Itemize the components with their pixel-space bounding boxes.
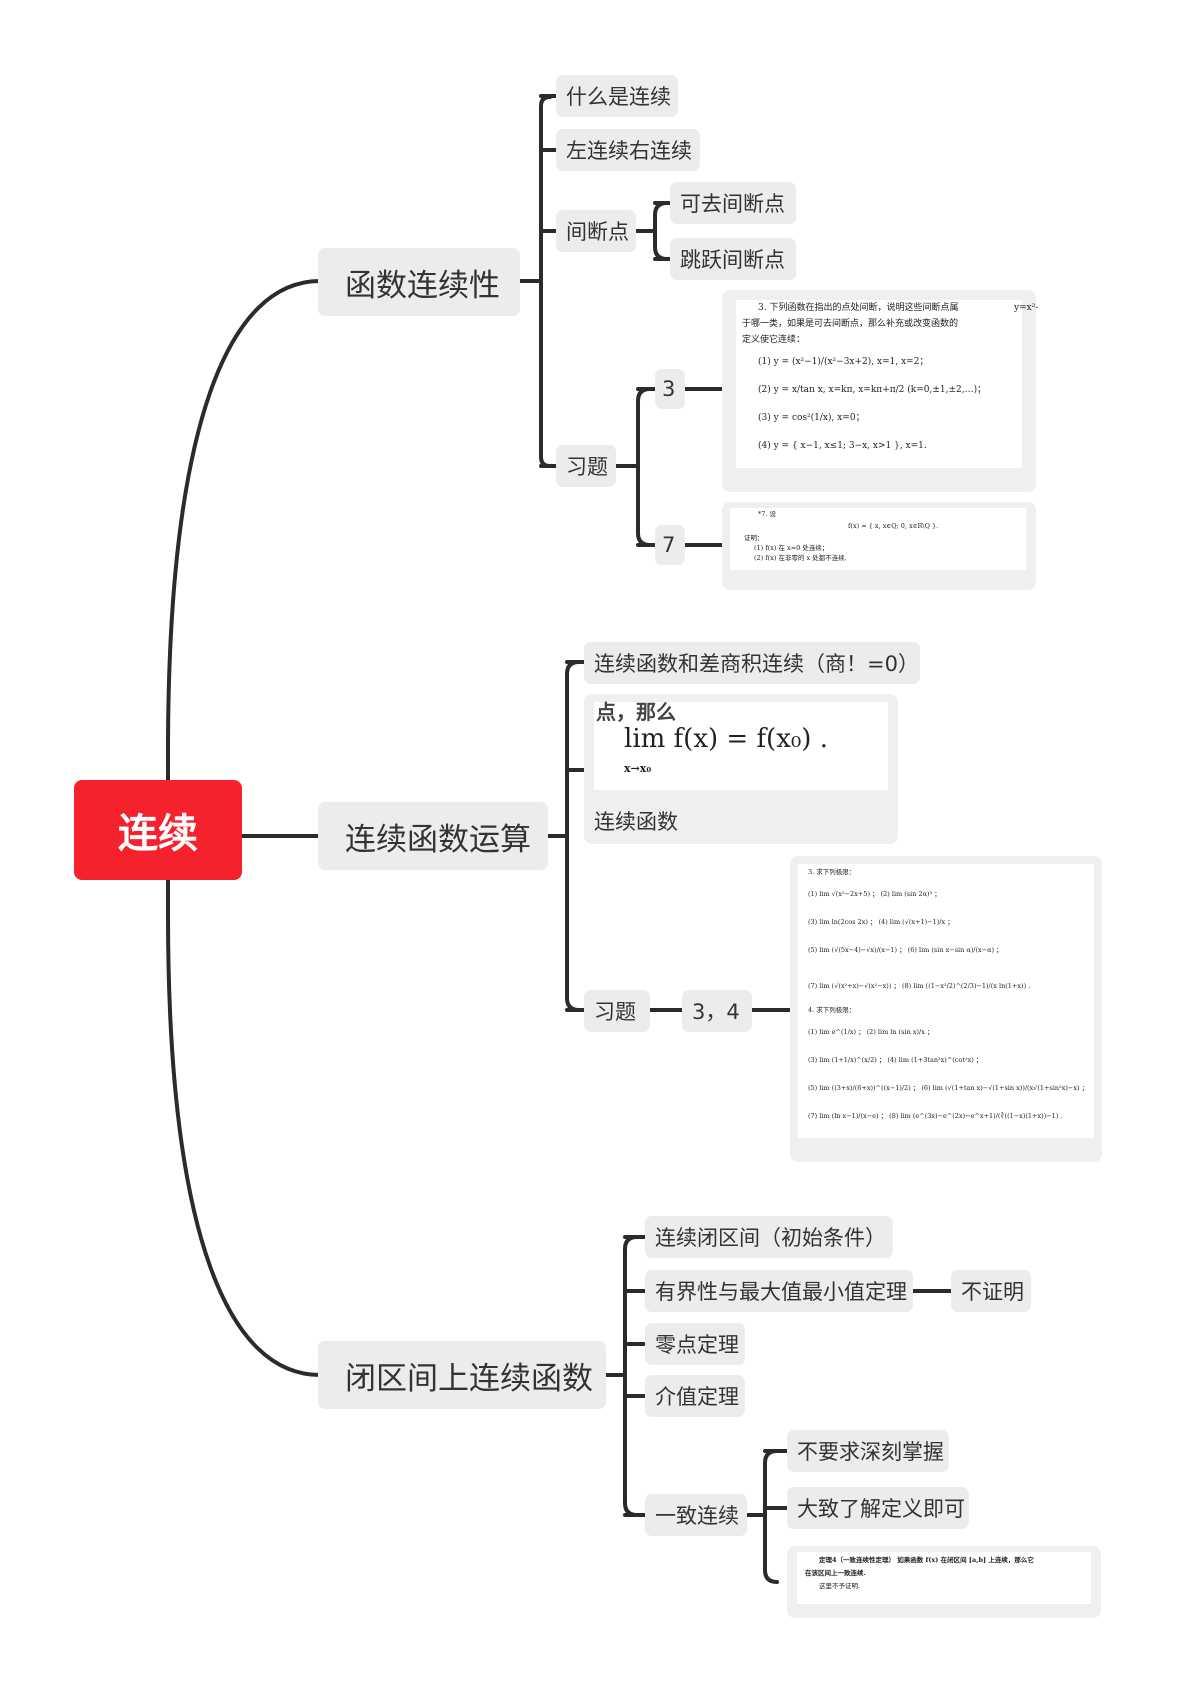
node-what-is-continuity[interactable]: 什么是连续	[556, 75, 678, 117]
limit-formula: lim f(x) = f(x₀) .	[624, 724, 828, 754]
node-exercise-7[interactable]: 7	[655, 525, 685, 565]
exercise-3-line-4: (1) y = (x²−1)/(x²−3x+2), x=1, x=2；	[758, 357, 929, 367]
limit-formula-sheet: 点，那么 lim f(x) = f(x₀) . x→x₀	[594, 700, 888, 790]
branch-closed-interval[interactable]: 闭区间上连续函数	[318, 1341, 606, 1409]
node-discontinuity[interactable]: 间断点	[556, 210, 636, 252]
exercise-7-line-4: (1) f(x) 在 x=0 处连续；	[754, 544, 829, 552]
node-uniform-continuity[interactable]: 一致连续	[645, 1494, 747, 1536]
limit-top-text: 点，那么	[596, 700, 676, 724]
exercise-3-line-5: (2) y = x/tan x, x=kπ, x=kπ+π/2 (k=0,±1,…	[758, 385, 987, 395]
exercise-3-line-1: 3. 下列函数在指出的点处间断，说明这些间断点属	[758, 303, 959, 313]
node-exercise-3[interactable]: 3	[655, 369, 685, 409]
exercise-3-corner: y=x²-	[1014, 303, 1039, 313]
exercise-3-sheet: y=x²- 3. 下列函数在指出的点处间断，说明这些间断点属 于哪一类，如果是可…	[736, 300, 1038, 468]
exercise-34-line-10: (7) lim (ln x−1)/(x−e) ； (8) lim (e^(3x)…	[808, 1112, 1063, 1120]
exercise-34-line-4: (5) lim (√(5x−4)−√x)/(x−1) ； (6) lim (si…	[808, 946, 1003, 954]
exercise-3-4-image[interactable]: 3. 求下列极限： (1) lim √(x²−2x+5) ； (2) lim (…	[790, 856, 1102, 1162]
exercise-34-line-6: 4. 求下列极限：	[808, 1006, 856, 1014]
branch-continuous-operations[interactable]: 连续函数运算	[318, 802, 548, 870]
exercise-34-line-5: (7) lim (√(x²+x)−√(x²−x)) ； (8) lim ((1−…	[808, 982, 1031, 990]
exercise-3-4-sheet: 3. 求下列极限： (1) lim √(x²−2x+5) ； (2) lim (…	[798, 864, 1094, 1138]
limit-subscript: x→x₀	[624, 762, 652, 775]
node-rough-understanding[interactable]: 大致了解定义即可	[787, 1487, 969, 1529]
node-left-right-continuity[interactable]: 左连续右连续	[556, 129, 700, 171]
exercise-7-image[interactable]: *7. 设 f(x) = { x, x∈Q; 0, x∈R\Q }. 证明： (…	[722, 502, 1036, 590]
exercise-34-line-3: (3) lim ln(2cos 2x) ； (4) lim (√(x+1)−1)…	[808, 918, 954, 926]
uniform-line-3: 这里不予证明.	[819, 1582, 861, 1590]
uniform-continuity-sheet: 定理4（一致连续性定理） 如果函数 f(x) 在闭区间 [a,b] 上连续，那么…	[797, 1552, 1091, 1604]
node-intermediate-value-theorem[interactable]: 介值定理	[645, 1375, 745, 1417]
exercise-34-line-1: 3. 求下列极限：	[808, 868, 856, 876]
exercise-7-sheet: *7. 设 f(x) = { x, x∈Q; 0, x∈R\Q }. 证明： (…	[730, 508, 1026, 570]
exercise-7-line-1: *7. 设	[758, 510, 777, 518]
uniform-continuity-image[interactable]: 定理4（一致连续性定理） 如果函数 f(x) 在闭区间 [a,b] 上连续，那么…	[787, 1546, 1101, 1618]
exercise-34-line-9: (5) lim ((3+x)/(6+x))^((x−1)/2) ； (6) li…	[808, 1084, 1089, 1092]
continuous-function-label: 连续函数	[594, 810, 678, 834]
exercise-34-line-8: (3) lim (1+1/x)^(x/2) ； (4) lim (1+3tan²…	[808, 1056, 983, 1064]
node-exercises-1[interactable]: 习题	[556, 445, 616, 487]
exercise-3-line-7: (4) y = { x−1, x≤1; 3−x, x>1 }, x=1.	[758, 441, 927, 451]
uniform-line-2: 在该区间上一致连续.	[805, 1569, 866, 1577]
root-node[interactable]: 连续	[74, 780, 242, 880]
uniform-line-1: 定理4（一致连续性定理） 如果函数 f(x) 在闭区间 [a,b] 上连续，那么…	[819, 1556, 1034, 1564]
node-closed-interval-condition[interactable]: 连续闭区间（初始条件）	[645, 1216, 893, 1258]
exercise-3-line-6: (3) y = cos²(1/x), x=0；	[758, 413, 865, 423]
exercise-7-line-3: 证明：	[744, 534, 764, 542]
exercise-3-image[interactable]: y=x²- 3. 下列函数在指出的点处间断，说明这些间断点属 于哪一类，如果是可…	[722, 290, 1038, 492]
branch-function-continuity[interactable]: 函数连续性	[318, 248, 520, 316]
exercise-34-line-7: (1) lim e^(1/x) ； (2) lim ln (sin x)/x ；	[808, 1028, 934, 1036]
node-removable-discontinuity[interactable]: 可去间断点	[670, 182, 796, 224]
exercise-3-line-2: 于哪一类，如果是可去间断点，那么补充或改变函数的	[742, 319, 959, 329]
continuous-function-image[interactable]: 点，那么 lim f(x) = f(x₀) . x→x₀ 连续函数	[584, 694, 898, 844]
exercise-3-line-3: 定义使它连续：	[742, 335, 806, 345]
node-exercise-3-4[interactable]: 3，4	[682, 990, 752, 1032]
node-not-required-deeply[interactable]: 不要求深刻掌握	[787, 1430, 949, 1472]
node-boundedness-extreme-theorem[interactable]: 有界性与最大值最小值定理	[645, 1270, 913, 1312]
exercise-7-line-2: f(x) = { x, x∈Q; 0, x∈R\Q }.	[848, 522, 939, 530]
exercise-34-line-2: (1) lim √(x²−2x+5) ； (2) lim (sin 2α)³ ；	[808, 890, 941, 898]
node-exercises-2[interactable]: 习题	[584, 990, 650, 1032]
exercise-7-line-5: (2) f(x) 在非零的 x 处都不连续.	[754, 554, 847, 562]
node-arithmetic-of-continuous[interactable]: 连续函数和差商积连续（商！=0）	[584, 642, 920, 684]
node-jump-discontinuity[interactable]: 跳跃间断点	[670, 238, 796, 280]
node-zero-point-theorem[interactable]: 零点定理	[645, 1323, 745, 1365]
node-no-proof[interactable]: 不证明	[951, 1270, 1031, 1312]
